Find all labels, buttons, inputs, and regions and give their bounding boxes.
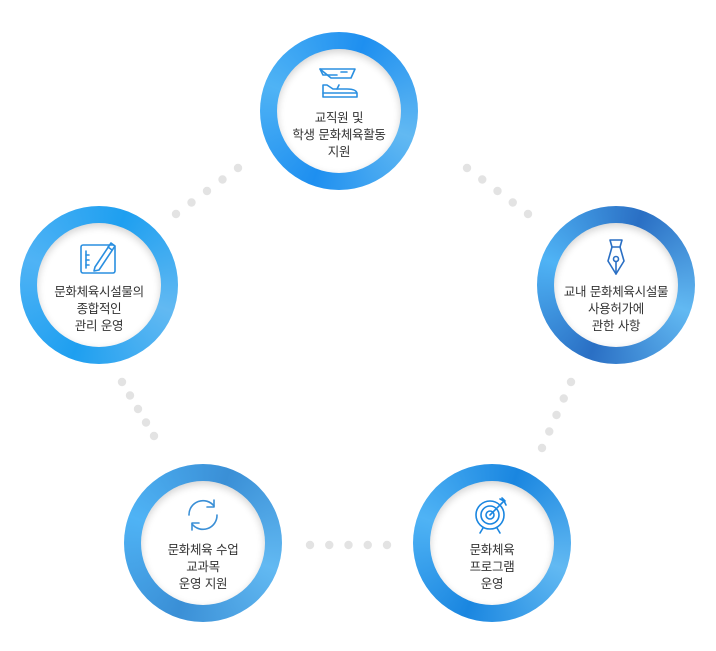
connector-dot — [508, 198, 517, 207]
connector-dot — [537, 443, 547, 453]
label-line: 운영 — [480, 575, 504, 591]
label-line: 학생 문화체육활동 — [292, 126, 386, 142]
connector-dot — [566, 377, 576, 387]
node-label: 문화체육 프로그램 운영 — [470, 541, 515, 592]
label-line: 문화체육 수업 — [167, 541, 239, 557]
label-line: 문화체육 — [469, 541, 515, 557]
connector-dot — [202, 186, 212, 196]
label-line: 관리 운영 — [74, 317, 124, 333]
connector-dot — [233, 163, 243, 173]
connector-dot — [305, 540, 315, 550]
connector-dot — [133, 404, 143, 414]
node-inner: 문화체육 수업 교과목 운영 지원 — [141, 481, 265, 605]
label-line: 프로그램 — [469, 558, 515, 574]
label-line: 사용허가에 — [587, 300, 644, 316]
connector-dot — [117, 377, 127, 387]
label-line: 교직원 및 — [314, 109, 364, 125]
connector-dot — [187, 198, 196, 207]
connector-dot — [382, 540, 392, 550]
node-inner: 문화체육시설물의 종합적인 관리 운영 — [37, 223, 161, 347]
label-line: 지원 — [327, 143, 351, 159]
label-line: 종합적인 — [76, 300, 122, 316]
label-line: 문화체육시설물의 — [54, 283, 144, 299]
node-label: 교내 문화체육시설물 사용허가에 관한 사항 — [563, 283, 669, 334]
node-inner: 문화체육 프로그램 운영 — [430, 481, 554, 605]
target-icon — [470, 495, 514, 535]
node-facility-management: 문화체육시설물의 종합적인 관리 운영 — [20, 206, 178, 364]
tablet-pen-icon — [77, 237, 121, 277]
node-label: 문화체육시설물의 종합적인 관리 운영 — [54, 283, 144, 334]
connector-dot — [523, 209, 533, 219]
label-line: 교과목 — [186, 558, 220, 574]
connector-dot — [218, 175, 227, 184]
connector-dot — [125, 391, 135, 400]
node-inner: 교내 문화체육시설물 사용허가에 관한 사항 — [554, 223, 678, 347]
node-class-support: 문화체육 수업 교과목 운영 지원 — [124, 464, 282, 622]
node-inner: 교직원 및 학생 문화체육활동 지원 — [277, 49, 401, 173]
connector-dot — [325, 540, 334, 550]
label-line: 관한 사항 — [591, 317, 641, 333]
connector-dot — [141, 418, 151, 427]
node-label: 문화체육 수업 교과목 운영 지원 — [168, 541, 239, 592]
connector-dot — [493, 186, 502, 196]
connector-dot — [478, 175, 487, 184]
connector-dot — [552, 410, 561, 420]
connector-dot — [545, 427, 554, 436]
node-facility-use-permit: 교내 문화체육시설물 사용허가에 관한 사항 — [537, 206, 695, 364]
connector-dot — [344, 540, 353, 550]
connector-dot — [363, 540, 372, 550]
label-line: 운영 지원 — [178, 575, 228, 591]
connector-dot — [171, 209, 181, 219]
connector-dot — [559, 394, 568, 403]
node-label: 교직원 및 학생 문화체육활동 지원 — [292, 109, 386, 160]
pen-nib-icon — [594, 237, 638, 277]
connector-dot — [462, 163, 472, 173]
node-program-operation: 문화체육 프로그램 운영 — [413, 464, 571, 622]
sneakers-icon — [317, 63, 361, 103]
node-staff-student-support: 교직원 및 학생 문화체육활동 지원 — [260, 32, 418, 190]
connector-dot — [149, 431, 159, 441]
label-line: 교내 문화체육시설물 — [563, 283, 669, 299]
refresh-icon — [181, 495, 225, 535]
